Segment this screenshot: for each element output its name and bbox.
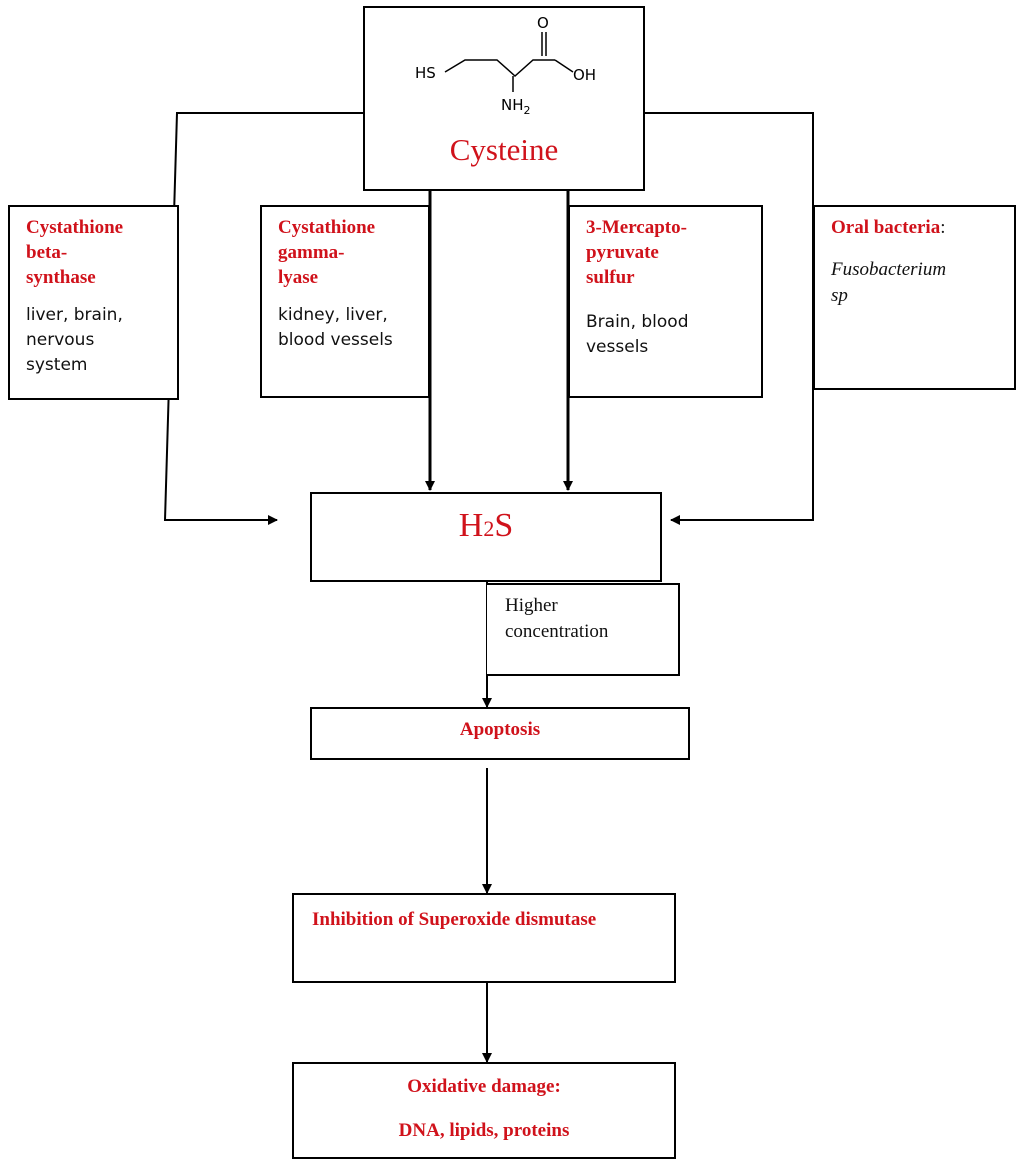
oral-bacteria-colon: : (940, 217, 946, 238)
h2s-s: S (494, 507, 514, 544)
enzyme-name-line: Cystathione (278, 217, 376, 238)
tissue-list-cbs: liver, brain, nervous system (26, 303, 123, 378)
tissue-line: kidney, liver, (278, 305, 388, 325)
enzyme-name-line: pyruvate (586, 242, 659, 263)
enzyme-name-cgl: Cystathione gamma- lyase (278, 215, 375, 290)
species-line: Fusobacterium (831, 259, 947, 280)
h2s-h: H (458, 507, 484, 544)
enzyme-name-line: 3-Mercapto- (586, 217, 687, 238)
tissue-line: system (26, 355, 88, 375)
enzyme-name-line: Cystathione (26, 217, 124, 238)
oral-bacteria-box: Oral bacteria: Fusobacterium sp (813, 205, 1016, 390)
apoptosis-label: Apoptosis (459, 719, 541, 740)
carbonyl-label: O (537, 14, 549, 32)
enzyme-name-line: synthase (26, 267, 96, 288)
tissue-line: vessels (586, 337, 649, 357)
oxidative-damage-targets: DNA, lipids, proteins (398, 1120, 570, 1141)
higher-concentration-text: Higher concentration (505, 593, 608, 645)
enzyme-name-line: beta- (26, 242, 68, 263)
enzyme-box-cgl: Cystathione gamma- lyase kidney, liver, … (260, 205, 430, 398)
cysteine-structure-icon: HS O OH NH2 (415, 14, 596, 117)
oxidative-damage-title: Oxidative damage: (407, 1076, 561, 1097)
oxidative-damage-box: Oxidative damage: DNA, lipids, proteins (292, 1062, 676, 1159)
enzyme-name-line: sulfur (586, 267, 635, 288)
tissue-list-cgl: kidney, liver, blood vessels (278, 303, 393, 353)
cysteine-box: HS O OH NH2 Cysteine (363, 6, 645, 191)
cysteine-title: Cysteine (449, 132, 559, 167)
higher-concentration-box: Higher concentration (487, 583, 680, 676)
oral-bacteria-label: Oral bacteria (831, 217, 941, 238)
species-line: sp (831, 285, 848, 306)
enzyme-name-cbs: Cystathione beta- synthase (26, 215, 123, 290)
enzyme-name-line: gamma- (278, 242, 345, 263)
h2s-label: H2S (312, 506, 660, 549)
enzyme-box-3mst: 3-Mercapto- pyruvate sulfur Brain, blood… (568, 205, 763, 398)
oral-bacteria-heading: Oral bacteria: (831, 215, 946, 240)
h2s-subscript: 2 (483, 516, 495, 541)
thiol-label: HS (415, 64, 436, 82)
tissue-list-3mst: Brain, blood vessels (586, 310, 688, 360)
h2s-box: H2S (310, 492, 662, 582)
apoptosis-box: Apoptosis (310, 707, 690, 760)
amine-label: NH2 (501, 96, 531, 117)
enzyme-box-cbs: Cystathione beta- synthase liver, brain,… (8, 205, 179, 400)
tissue-line: nervous (26, 330, 95, 350)
tissue-line: liver, brain, (26, 305, 123, 325)
inhibition-label: Inhibition of Superoxide dismutase (312, 909, 597, 930)
species-list: Fusobacterium sp (831, 257, 946, 309)
hydroxyl-label: OH (573, 66, 596, 84)
enzyme-name-3mst: 3-Mercapto- pyruvate sulfur (586, 215, 687, 290)
tissue-line: blood vessels (278, 330, 393, 350)
enzyme-name-line: lyase (278, 267, 319, 288)
inhibition-box: Inhibition of Superoxide dismutase (292, 893, 676, 983)
tissue-line: Brain, blood (586, 312, 689, 332)
higher-concentration-line: Higher (505, 595, 558, 616)
higher-concentration-line: concentration (505, 621, 609, 642)
